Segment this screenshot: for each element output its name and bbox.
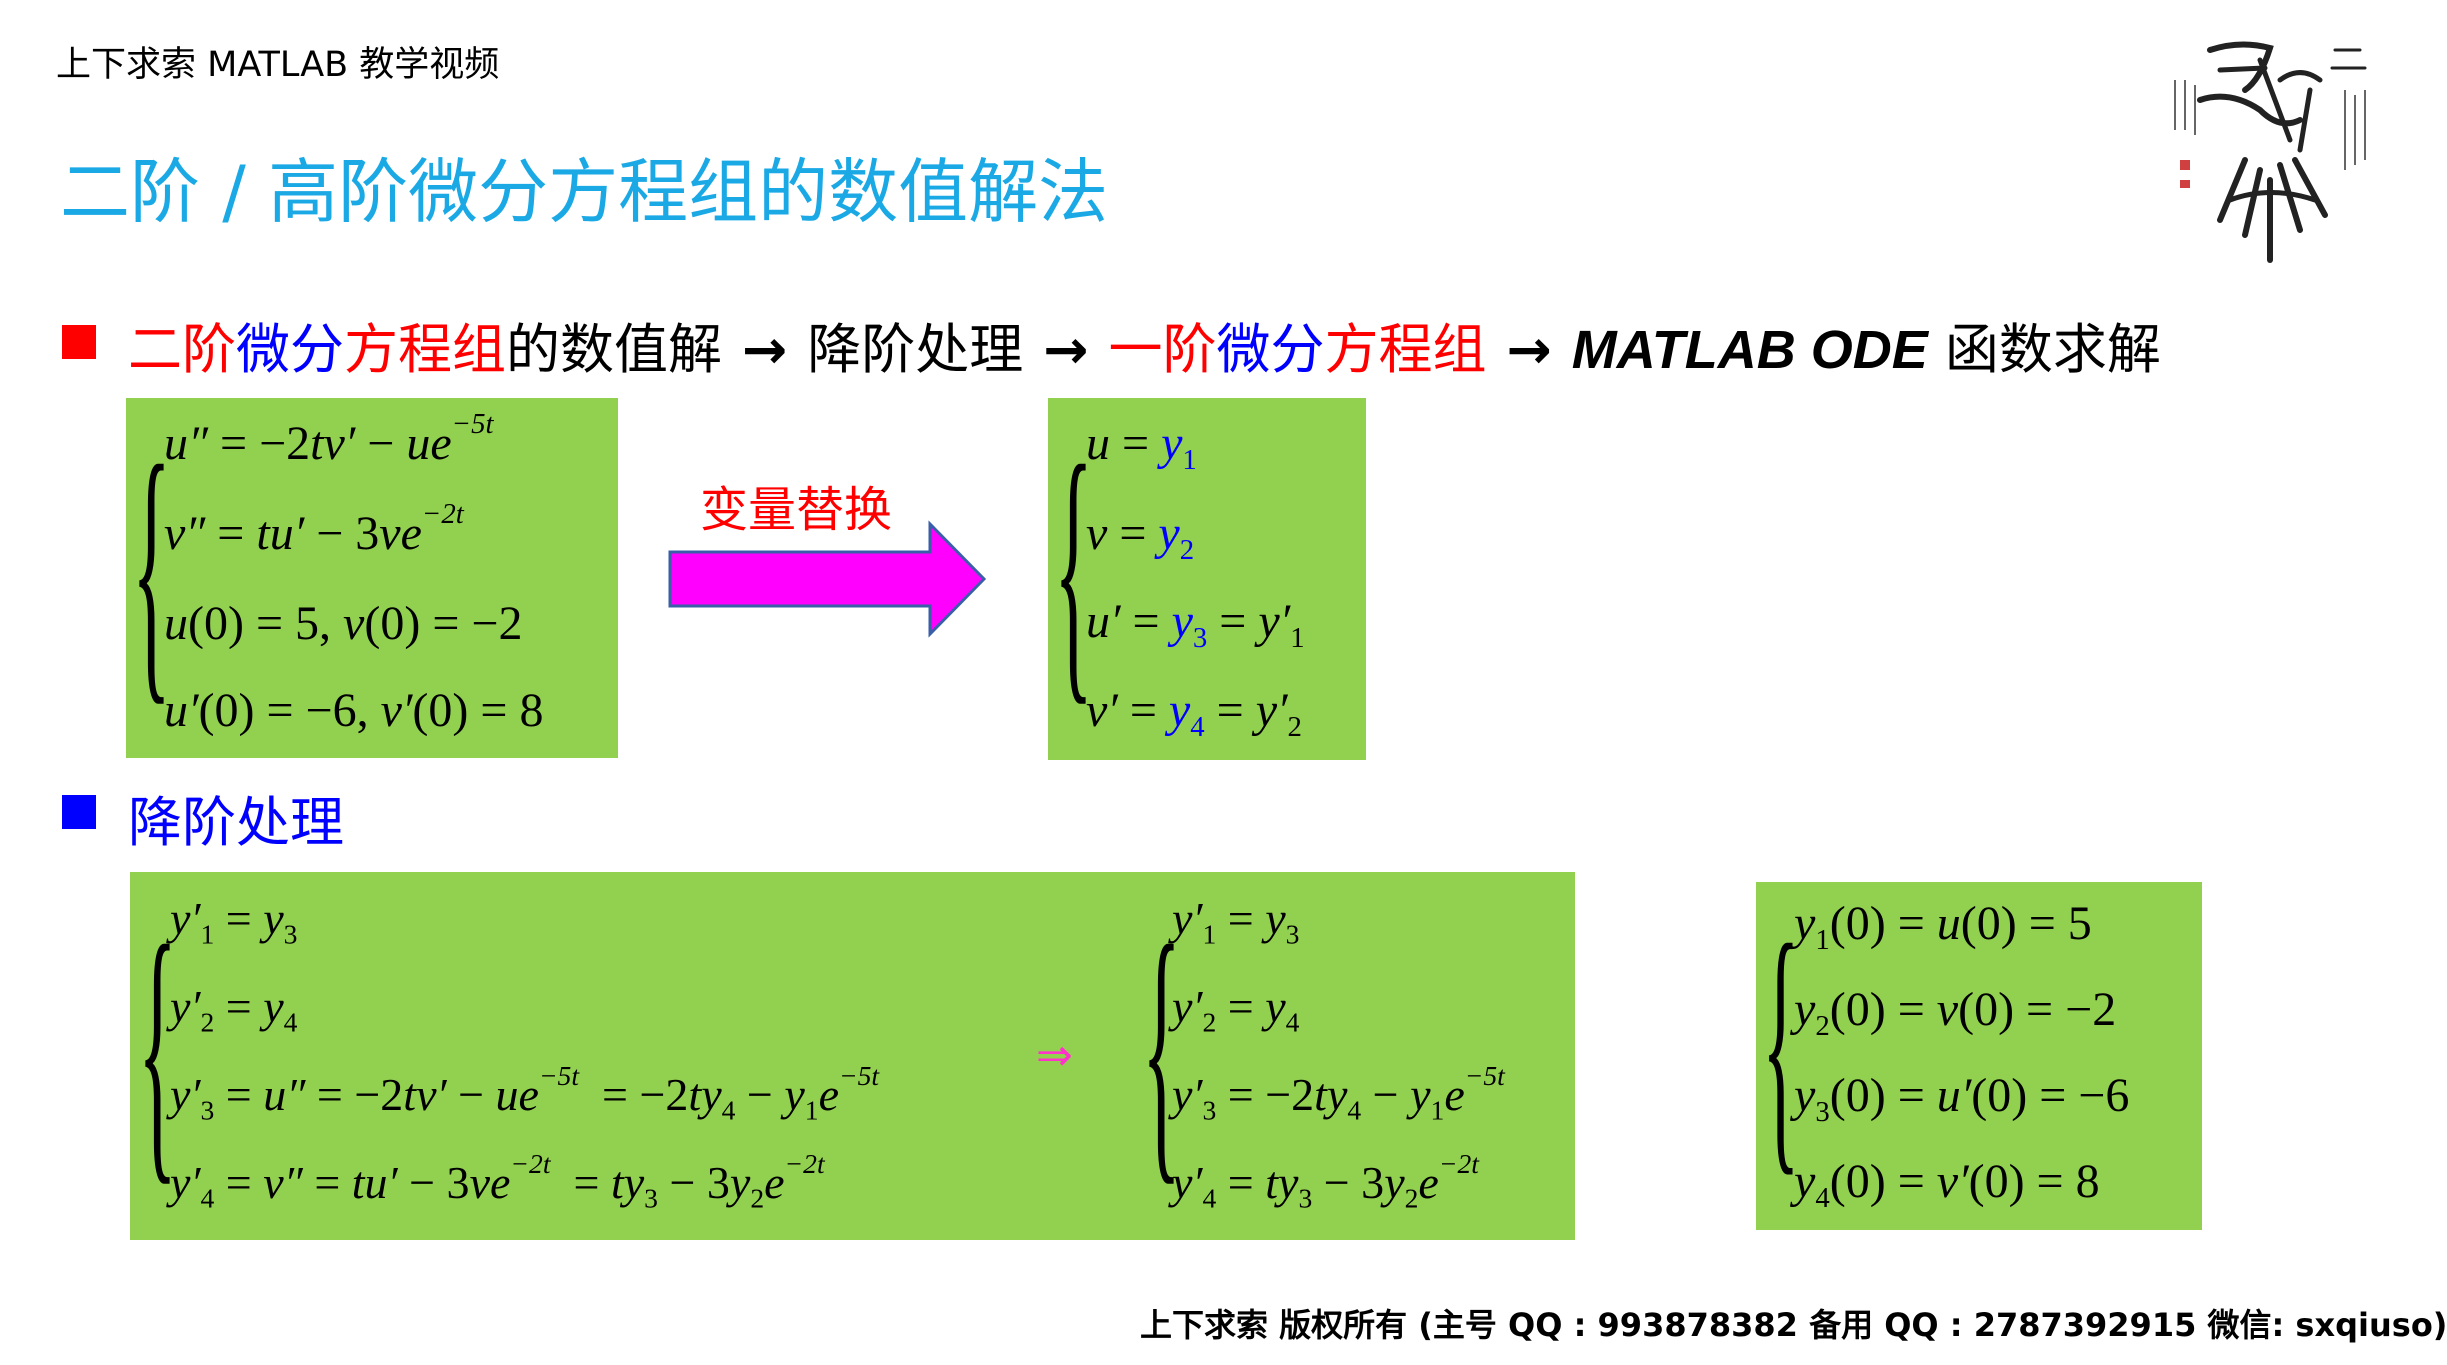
flow-arrow-2: → — [1043, 318, 1089, 381]
flow-text-differential: 微分 — [236, 318, 344, 381]
footer-copyright: 上下求索 版权所有 (主号 QQ : 993878382 备用 QQ : 278… — [1140, 1306, 2447, 1344]
header-text: 上下求索 MATLAB 教学视频 — [56, 45, 500, 85]
reduced-system-box: { y′1 = y3 y′2 = y4 y′3 = u″ = −2tv′ − u… — [130, 872, 1575, 1240]
flow-text-solve: 函数求解 — [1944, 318, 2161, 381]
flow-text-reduction: 降阶处理 — [807, 318, 1024, 381]
flow-arrow-3: → — [1506, 318, 1552, 381]
flow-text-order2: 二阶 — [128, 318, 236, 381]
section-heading-reduction: 降阶处理 — [128, 791, 344, 854]
original-system-box: { u″ = −2tv′ − ue−5t v″ = tu′ − 3ve−2t u… — [126, 398, 618, 758]
flow-text-differential-2: 微分 — [1216, 318, 1325, 381]
flow-text-system: 方程组 — [344, 318, 506, 381]
page-title: 二阶 / 高阶微分方程组的数值解法 — [60, 151, 1109, 233]
flow-line: 二阶微分方程组的数值解→降阶处理→一阶微分方程组→MATLAB ODE 函数求解 — [128, 305, 2161, 384]
flow-text-numeric: 的数值解 — [506, 318, 722, 381]
transform-arrow-icon — [668, 520, 987, 638]
flow-text-matlab-ode: MATLAB ODE — [1571, 320, 1928, 380]
transform-label: 变量替换 — [700, 482, 893, 538]
bullet-marker — [62, 325, 96, 359]
implies-arrow: ⇒ — [1036, 1030, 1073, 1081]
flow-text-system-2: 方程组 — [1324, 318, 1487, 381]
flow-text-order1: 一阶 — [1108, 318, 1217, 381]
substitution-box: { u = y1 v = y2 u′ = y3 = y′1 v′ = y4 = … — [1048, 398, 1366, 760]
flow-arrow-1: → — [742, 318, 788, 381]
bullet-marker-2 — [62, 795, 96, 829]
initial-conditions-box: { y1(0) = u(0) = 5 y2(0) = v(0) = −2 y3(… — [1756, 882, 2202, 1230]
calligraphy-seal-icon — [2174, 41, 2367, 263]
